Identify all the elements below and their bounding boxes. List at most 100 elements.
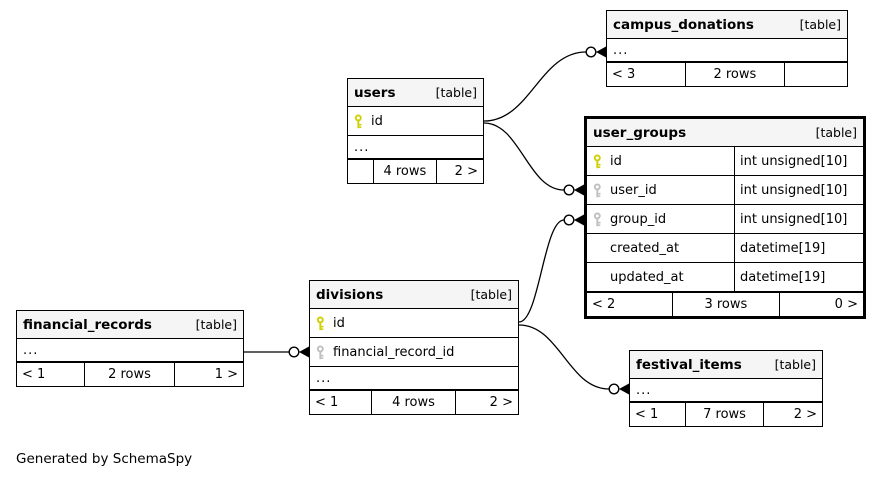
edge-arrowhead: [299, 346, 309, 358]
table-name: users: [354, 84, 396, 101]
primary-key-icon: [315, 315, 333, 331]
column-name-cell: updated_at: [587, 263, 735, 291]
edge-arrowhead: [619, 383, 629, 395]
column-type: datetime[19]: [740, 269, 826, 285]
table-header: campus_donations [table]: [607, 11, 847, 39]
column-name-cell: id: [587, 147, 735, 175]
hidden-columns-row: ...: [310, 367, 518, 390]
column-name: user_id: [610, 182, 657, 198]
child-degree: 2 >: [454, 164, 478, 179]
row-count: 2 rows: [85, 363, 176, 386]
table-name: financial_records: [23, 316, 152, 333]
zero-or-one-circle: [563, 184, 575, 196]
parent-degree: < 2: [587, 293, 673, 316]
child-degree: [785, 63, 847, 86]
column-name-cell: user_id: [587, 176, 735, 204]
child-degree: 2 >: [793, 407, 817, 422]
column-name-cell: group_id: [587, 205, 735, 233]
table-type-tag: [table]: [195, 317, 237, 332]
table-type-tag: [table]: [435, 85, 477, 100]
hidden-columns-row: ...: [630, 379, 822, 402]
parent-degree: < 1: [310, 391, 373, 414]
child-degree: 1 >: [214, 367, 238, 382]
column-row-id: id: [348, 107, 483, 136]
column-name: created_at: [610, 240, 680, 256]
table-type-tag: [table]: [815, 125, 857, 140]
edge-divisions.id-to-user_groups.group_id: [518, 214, 584, 323]
hidden-columns-row: ...: [348, 136, 483, 159]
column-type: datetime[19]: [740, 240, 826, 256]
column-type: int unsigned[10]: [740, 182, 848, 198]
column-row-user_id: user_id int unsigned[10]: [587, 176, 863, 205]
table-type-tag: [table]: [470, 287, 512, 302]
table-header: users [table]: [348, 79, 483, 107]
foreign-key-icon: [315, 344, 333, 360]
table-type-tag: [table]: [774, 357, 816, 372]
edge-users.id-to-campus_donations: [483, 46, 606, 122]
table-name: festival_items: [636, 356, 742, 373]
column-row-id: id int unsigned[10]: [587, 147, 863, 176]
row-count: 4 rows: [372, 391, 456, 414]
column-type: int unsigned[10]: [740, 153, 848, 169]
edge-arrowhead: [574, 214, 584, 226]
table-name: campus_donations: [613, 16, 754, 33]
zero-or-one-circle: [608, 383, 620, 395]
column-name: updated_at: [610, 269, 684, 285]
table-header: divisions [table]: [310, 281, 518, 309]
column-name: id: [371, 113, 383, 129]
column-name-cell: financial_record_id: [310, 338, 518, 366]
table-header: festival_items [table]: [630, 351, 822, 379]
column-name: group_id: [610, 211, 667, 227]
primary-key-icon: [353, 113, 371, 129]
column-name-cell: id: [310, 309, 518, 337]
generated-by-note: Generated by SchemaSpy: [16, 451, 193, 467]
parent-degree: < 3: [607, 63, 687, 86]
column-row-created_at: created_at datetime[19]: [587, 234, 863, 263]
table-name: user_groups: [593, 124, 687, 141]
column-name-cell: id: [348, 107, 483, 135]
column-name-cell: created_at: [587, 234, 735, 262]
table-node-divisions[interactable]: divisions [table] id financial_record_id...…: [309, 280, 519, 415]
zero-or-one-circle: [563, 214, 575, 226]
parent-degree: < 1: [17, 363, 85, 386]
row-count: 7 rows: [686, 403, 765, 426]
parent-degree: < 1: [630, 403, 686, 426]
row-count: 3 rows: [673, 293, 781, 316]
table-header: financial_records [table]: [17, 311, 243, 339]
table-name: divisions: [316, 286, 384, 303]
zero-or-one-circle: [585, 46, 597, 58]
table-type-tag: [table]: [799, 17, 841, 32]
table-header: user_groups [table]: [587, 119, 863, 147]
child-degree: 2 >: [489, 395, 513, 410]
edge-arrowhead: [574, 184, 584, 196]
hidden-columns-row: ...: [17, 339, 243, 362]
column-row-financial_record_id: financial_record_id: [310, 338, 518, 367]
edge-financial_records-to-divisions.financial_record_id: [244, 346, 309, 358]
child-degree: 0 >: [834, 297, 858, 312]
foreign-key-icon: [592, 182, 610, 198]
row-count: 2 rows: [686, 63, 785, 86]
edge-users.id-to-user_groups.user_id: [483, 122, 584, 196]
column-name: financial_record_id: [333, 344, 455, 360]
column-row-updated_at: updated_at datetime[19]: [587, 263, 863, 292]
parent-degree: [348, 160, 374, 183]
primary-key-icon: [592, 153, 610, 169]
zero-or-one-circle: [288, 346, 300, 358]
column-name: id: [333, 315, 345, 331]
hidden-columns-row: ...: [607, 39, 847, 62]
edge-arrowhead: [596, 46, 606, 58]
